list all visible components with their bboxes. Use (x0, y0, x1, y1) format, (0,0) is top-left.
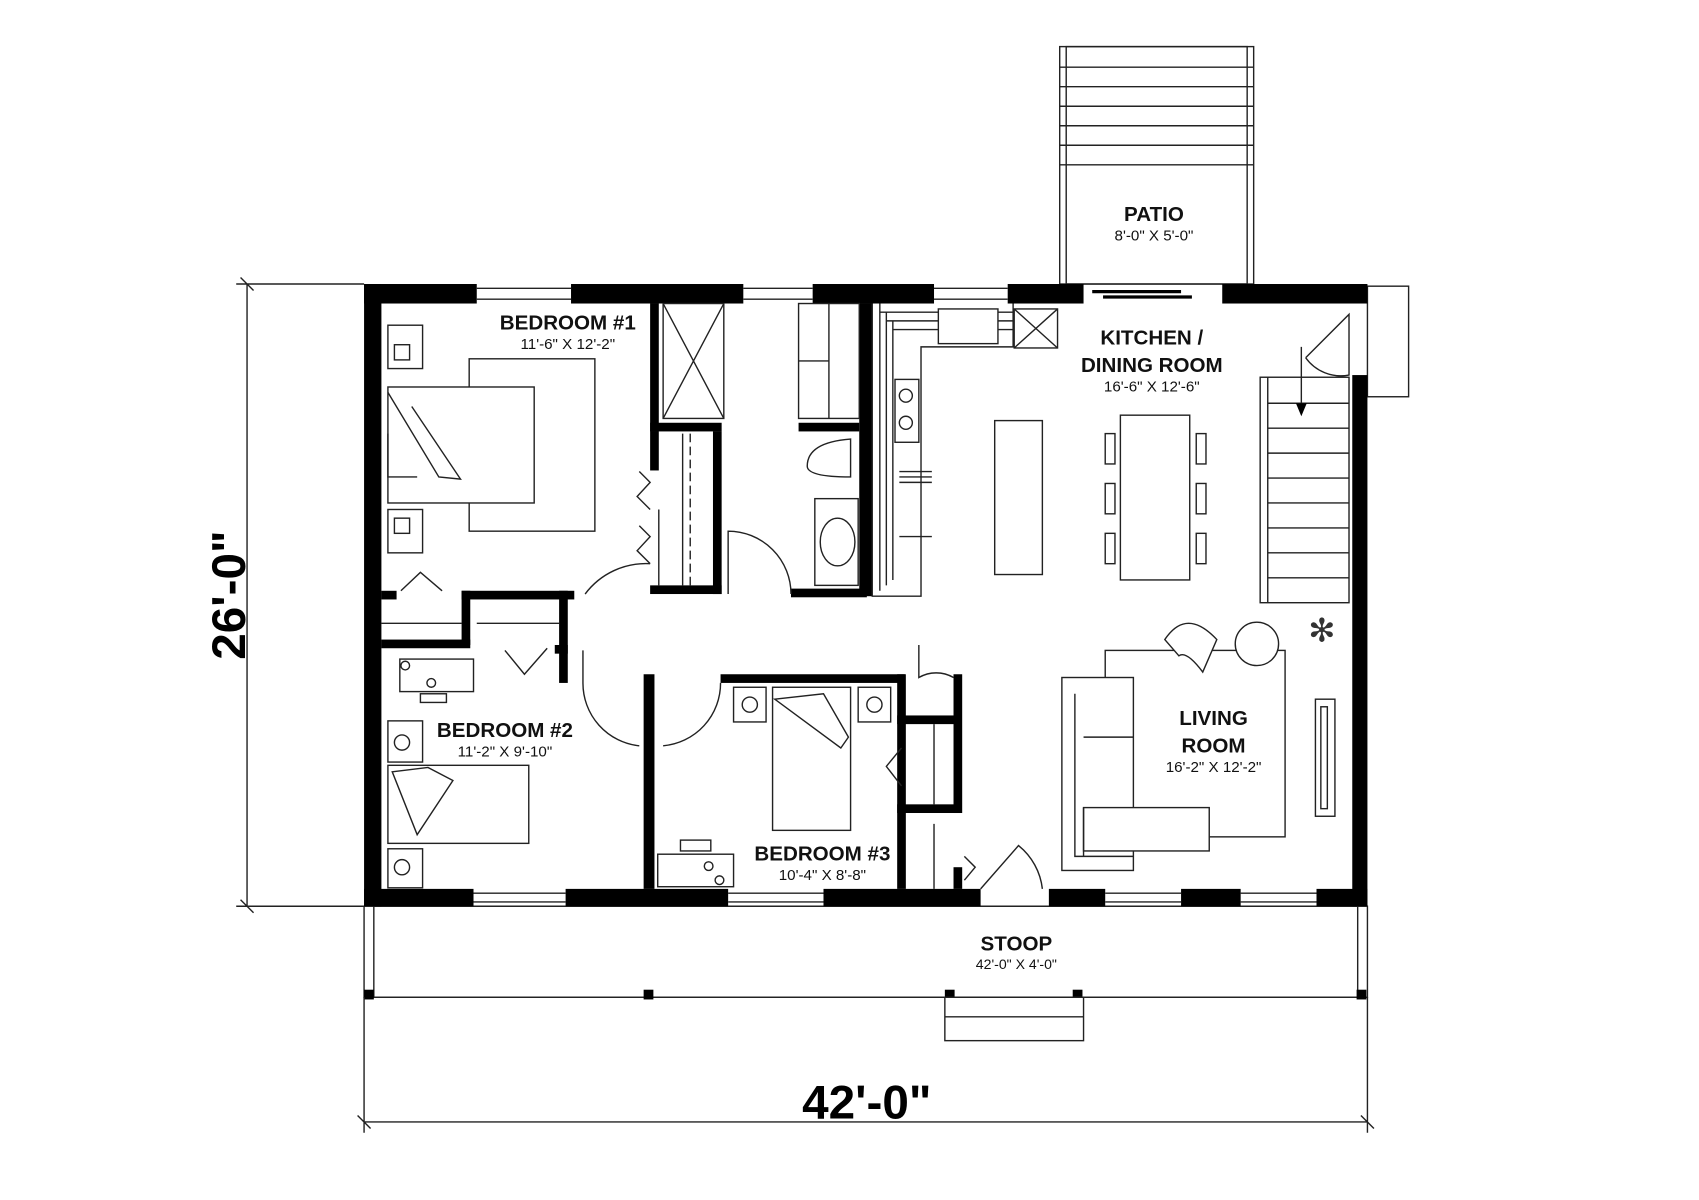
room-size-bedroom-1: 11'-6" X 12'-2" (520, 336, 615, 353)
side-landing (1366, 285, 1410, 398)
kitchen-fixtures (871, 303, 1207, 597)
room-size-bedroom-3: 10'-4" X 8'-8" (779, 867, 866, 884)
width-dimension: 42'-0" (802, 1077, 931, 1130)
room-name-kitchen-line2: DINING ROOM (1081, 354, 1223, 377)
room-size-stoop: 42'-0" X 4'-0" (976, 956, 1057, 972)
exterior-walls (364, 284, 1368, 907)
bathroom-fixtures (797, 302, 860, 587)
room-size-patio: 8'-0" X 5'-0" (1115, 228, 1194, 245)
stoop (363, 905, 1369, 1042)
room-size-living: 16'-2" X 12'-2" (1166, 759, 1262, 776)
room-size-kitchen: 16'-6" X 12'-6" (1104, 378, 1200, 395)
room-size-bedroom-2: 11'-2" X 9'-10" (458, 744, 553, 761)
plant-icon: ✻ (1308, 614, 1335, 650)
bedroom-furniture (387, 324, 892, 889)
room-name-bedroom-2: BEDROOM #2 (437, 719, 573, 742)
dimension-lines (236, 277, 1375, 1133)
room-name-bedroom-3: BEDROOM #3 (754, 843, 890, 866)
patio (1059, 45, 1255, 285)
room-name-living-line2: ROOM (1182, 734, 1246, 757)
room-name-patio: PATIO (1124, 203, 1184, 226)
living-fixtures: ✻ (1061, 614, 1336, 872)
room-name-living-line1: LIVING (1179, 707, 1248, 730)
room-name-bedroom-1: BEDROOM #1 (500, 312, 636, 335)
interior-walls (381, 303, 963, 889)
stairs (1259, 346, 1350, 604)
depth-dimension: 26'-0" (203, 530, 256, 659)
closet-fixtures (662, 302, 725, 586)
room-name-kitchen-line1: KITCHEN / (1100, 327, 1203, 350)
doors (381, 312, 1350, 890)
room-name-stoop: STOOP (981, 933, 1053, 956)
